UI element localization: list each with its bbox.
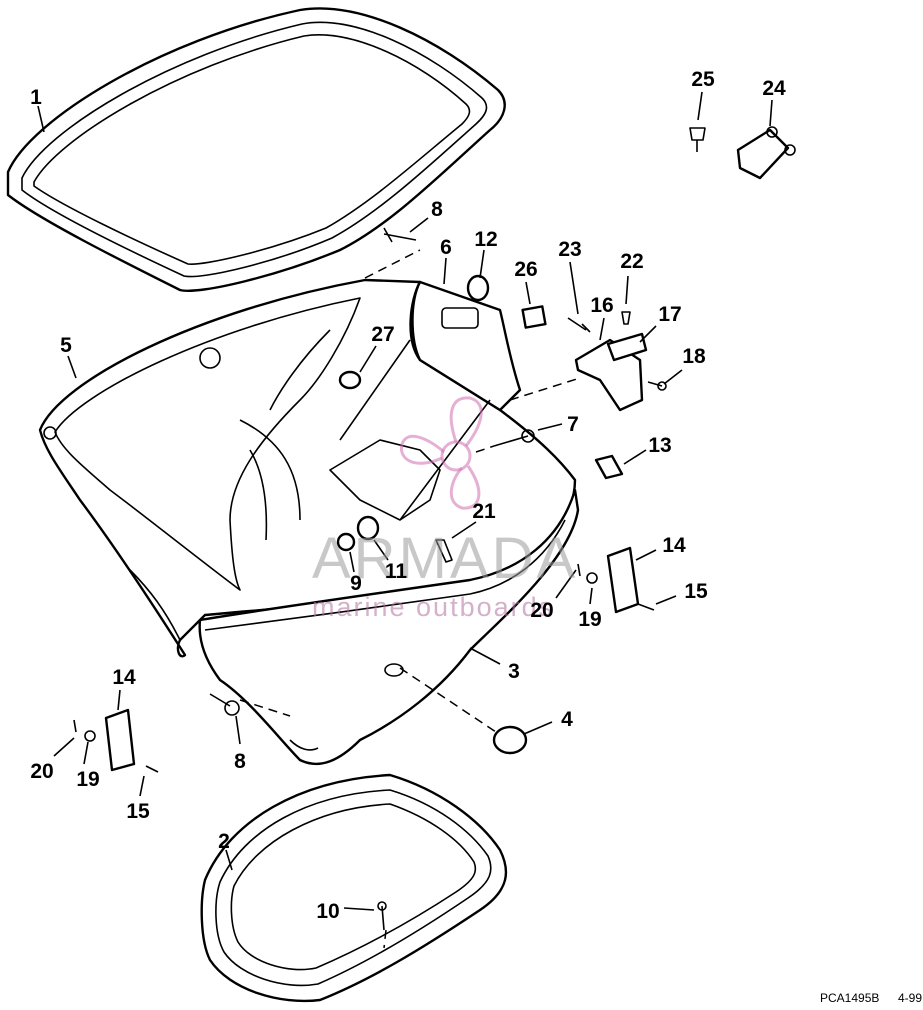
- callout-label: 5: [60, 334, 72, 357]
- callout-label: 1: [30, 86, 42, 109]
- top-seal-ring-part: [6, 7, 506, 292]
- drawing-date: 4-99: [898, 991, 922, 1005]
- callout-label: 3: [508, 660, 520, 683]
- callout-label: 12: [474, 228, 497, 251]
- callout-label: 19: [578, 608, 601, 631]
- callout-label: 7: [567, 413, 579, 436]
- lower-cowl-part: [198, 488, 580, 766]
- callout-label: 20: [530, 599, 553, 622]
- callout-labels: 1 2 3 4 5 6 7 8 8 9 10 11 12 13 14 14 15…: [30, 68, 786, 923]
- drawing-code: PCA1495B: [820, 991, 879, 1005]
- callout-label: 15: [684, 580, 708, 603]
- bracket-panel-part: [329, 280, 522, 521]
- callout-label: 22: [620, 250, 643, 273]
- watermark-brand: ARMADA: [312, 526, 578, 591]
- armada-watermark: ARMADA marine outboards: [312, 396, 578, 622]
- callout-label: 14: [662, 534, 686, 557]
- callout-label: 15: [126, 800, 150, 823]
- callout-label: 11: [385, 560, 408, 583]
- leader-lines: [37, 91, 773, 911]
- callout-label: 16: [590, 294, 613, 317]
- callout-label: 18: [682, 345, 706, 368]
- bottom-seal-part: [200, 773, 508, 1003]
- assembly-lines: [239, 249, 581, 949]
- callout-label: 25: [691, 68, 715, 91]
- callout-label: 2: [218, 830, 230, 853]
- callout-label: 10: [316, 900, 339, 923]
- callout-label: 9: [350, 572, 362, 595]
- callout-label: 27: [371, 323, 394, 346]
- callout-label: 8: [234, 750, 246, 773]
- propeller-logo-icon: [399, 396, 483, 510]
- callout-label: 23: [558, 238, 581, 261]
- callout-label: 24: [762, 77, 786, 100]
- callout-label: 26: [514, 258, 537, 281]
- watermark-tagline: marine outboards: [312, 592, 554, 622]
- hardware-parts: [73, 126, 796, 931]
- callout-label: 14: [112, 666, 136, 689]
- callout-label: 19: [76, 768, 99, 791]
- callout-label: 20: [30, 760, 53, 783]
- callout-label: 17: [658, 303, 681, 326]
- callout-label: 6: [440, 236, 452, 259]
- callout-label: 8: [431, 198, 443, 221]
- callout-label: 21: [472, 500, 496, 523]
- callout-label: 13: [648, 434, 671, 457]
- callout-label: 4: [561, 708, 573, 731]
